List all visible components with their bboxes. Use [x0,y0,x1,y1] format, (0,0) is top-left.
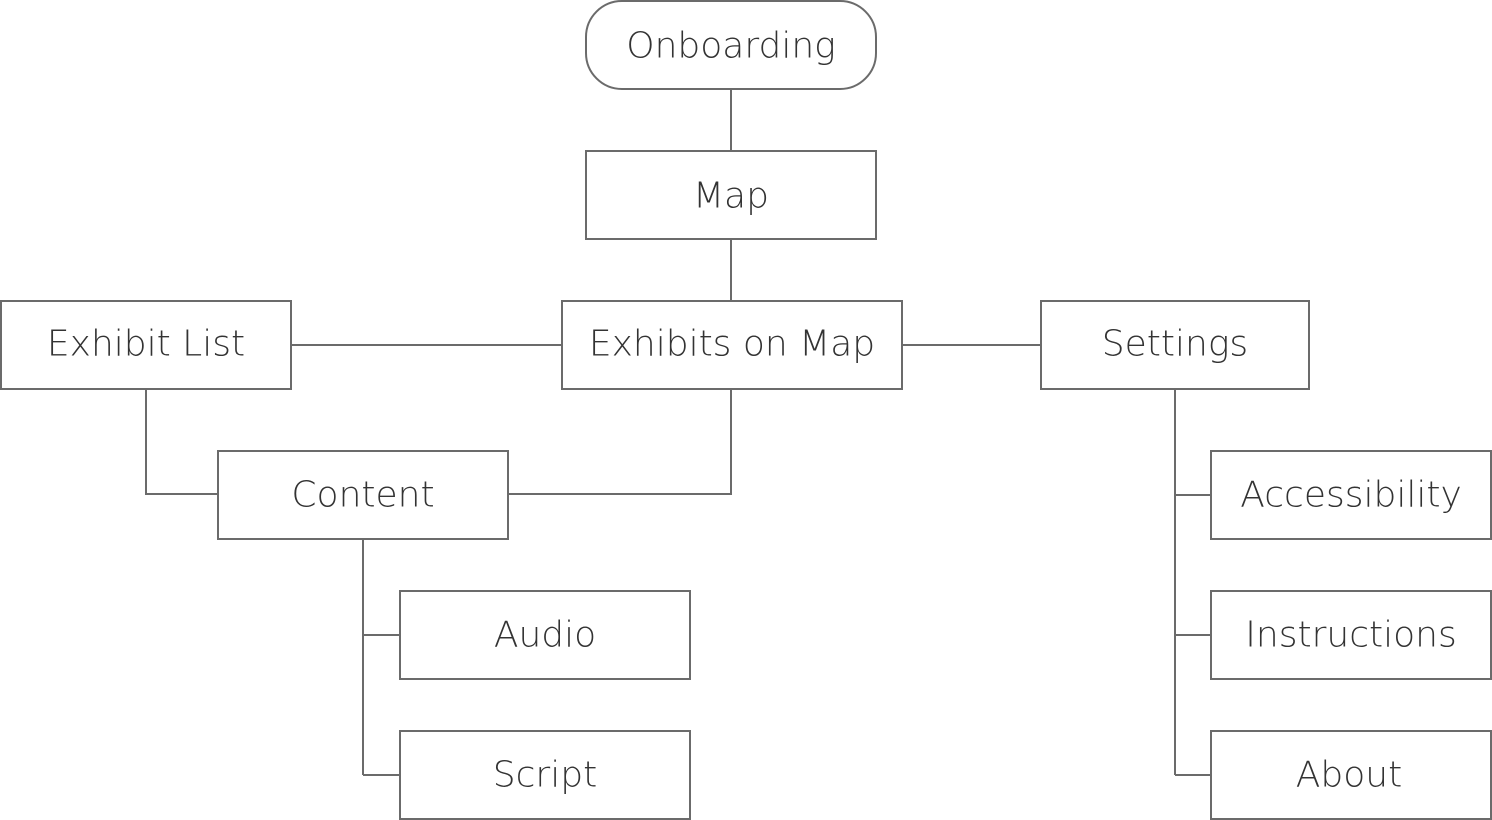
node-map-box [585,150,877,240]
node-exhibit-list: Exhibit List [0,300,292,390]
node-onboarding-box [585,0,877,90]
node-exhibits-on-map-label: Exhibits on Map [589,324,875,365]
node-exhibit-list-box [0,300,292,390]
node-script-box [399,730,691,820]
node-exhibits-on-map-box [561,300,903,390]
node-audio-box [399,590,691,680]
connectors [145,89,1211,776]
node-instructions-label: Instructions [1245,615,1456,656]
node-audio-label: Audio [494,615,596,656]
node-instructions-box [1210,590,1492,680]
node-settings-label: Settings [1102,324,1248,365]
edge-exhibits-on-map-content [508,389,732,495]
node-onboarding-label: Onboarding [626,26,836,67]
node-accessibility: Accessibility [1210,450,1492,540]
node-script-label: Script [493,755,597,796]
node-onboarding: Onboarding [585,0,877,90]
node-about-label: About [1296,755,1402,796]
node-script: Script [399,730,691,820]
node-audio: Audio [399,590,691,680]
node-content-box [217,450,509,540]
node-settings: Settings [1040,300,1310,390]
node-exhibit-list-label: Exhibit List [47,324,245,365]
node-accessibility-label: Accessibility [1240,475,1462,516]
node-map: Map [585,150,877,240]
edge-exhibit-list-content [145,389,218,495]
node-about-box [1210,730,1492,820]
node-instructions: Instructions [1210,590,1492,680]
node-content: Content [217,450,509,540]
node-settings-box [1040,300,1310,390]
node-about: About [1210,730,1492,820]
node-content-label: Content [291,475,434,516]
node-map-label: Map [693,176,769,217]
node-exhibits-on-map: Exhibits on Map [561,300,903,390]
node-accessibility-box [1210,450,1492,540]
